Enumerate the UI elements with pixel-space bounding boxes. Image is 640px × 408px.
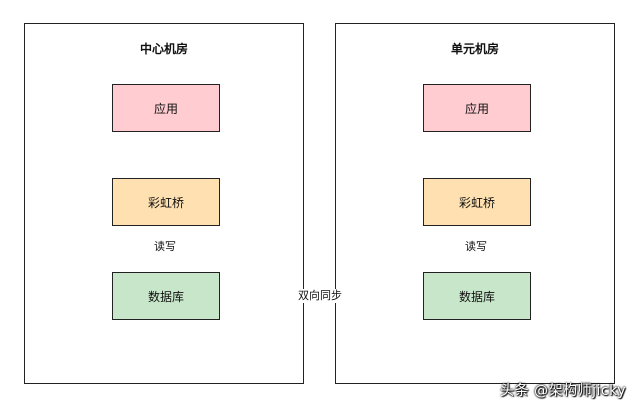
unit-datacenter-panel: 单元机房 应用 彩虹桥 数据库 [335, 23, 615, 384]
left-app-node: 应用 [112, 84, 220, 132]
central-datacenter-title: 中心机房 [139, 42, 188, 56]
unit-datacenter-title: 单元机房 [450, 42, 499, 56]
right-database-node: 数据库 [423, 272, 531, 320]
central-datacenter-panel: 中心机房 应用 彩虹桥 数据库 [24, 23, 304, 384]
left-readwrite-label: 读写 [152, 240, 178, 254]
watermark: 头条 @架构师jicky [500, 383, 626, 399]
bidirectional-sync-label: 双向同步 [296, 289, 344, 303]
left-rainbow-bridge-node: 彩虹桥 [112, 178, 220, 226]
right-readwrite-label: 读写 [463, 240, 489, 254]
right-app-node: 应用 [423, 84, 531, 132]
left-database-node: 数据库 [112, 272, 220, 320]
right-rainbow-bridge-node: 彩虹桥 [423, 178, 531, 226]
